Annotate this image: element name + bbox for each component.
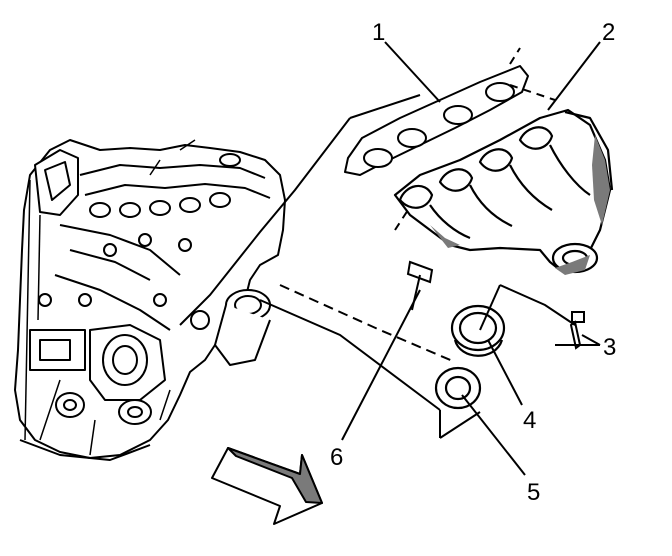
callout-labels: 1 2 3 4 5 6: [330, 19, 616, 506]
manifold-bolt-3: [569, 311, 585, 350]
manifold-bolt-6: [406, 260, 434, 311]
leader-1: [384, 41, 441, 103]
callout-6-label: 6: [330, 444, 343, 471]
callout-1-label: 1: [372, 19, 385, 46]
leader-3: [581, 334, 601, 346]
engine-block: [14, 139, 286, 461]
leader-5: [461, 394, 526, 476]
callout-5-label: 5: [527, 479, 540, 506]
callout-3-label: 3: [603, 334, 616, 361]
manifold-shading: [430, 135, 610, 275]
leader-6: [341, 289, 421, 441]
manifold-gasket: [344, 65, 529, 176]
leader-4: [487, 339, 523, 406]
exhaust-flange-nut: [434, 366, 482, 410]
leader-2: [547, 41, 601, 111]
callout-leaders: [341, 41, 601, 476]
exhaust-seal-ring: [450, 304, 506, 357]
callout-4-label: 4: [523, 407, 536, 434]
engine-shading: [24, 139, 196, 456]
callout-2-label: 2: [602, 19, 615, 46]
front-arrow-icon: [211, 447, 323, 525]
assembly-lines: [179, 47, 600, 439]
